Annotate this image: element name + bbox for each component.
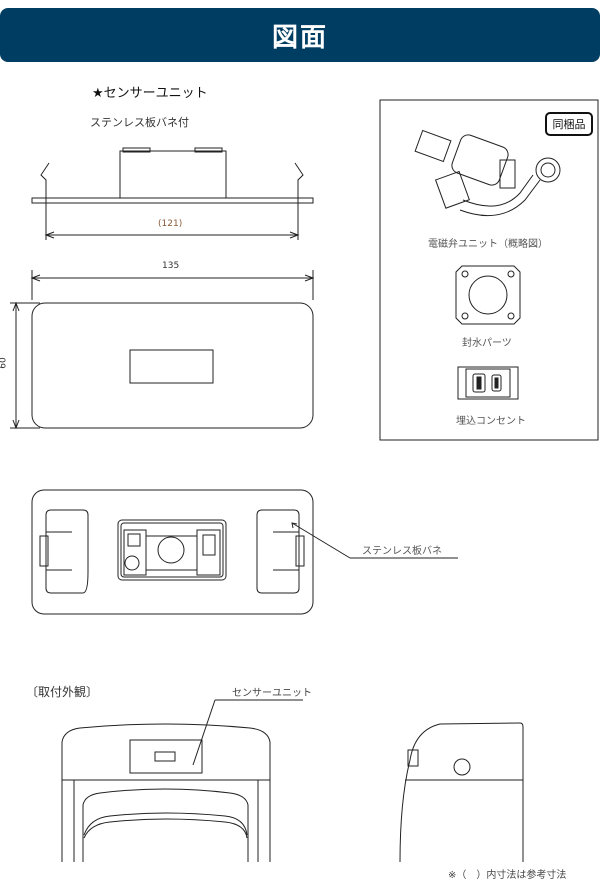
- sensor-top-view: [31, 147, 314, 240]
- outlet-illustration: [457, 366, 519, 400]
- part-label-solenoid: 電磁弁ユニット（概略図）: [428, 239, 548, 250]
- installed-front-view: [61, 699, 303, 862]
- dim-width: 135: [162, 261, 180, 271]
- part-label-seal: 封水パーツ: [462, 338, 512, 349]
- solenoid-valve-illustration: [414, 129, 561, 217]
- sensor-unit-title: ★センサーユニット: [92, 86, 208, 101]
- page-title: 図面: [271, 22, 328, 53]
- sensor-bottom-view: [31, 489, 314, 615]
- installation-title: 〔取付外観〕: [26, 685, 99, 699]
- included-parts-box: [379, 99, 599, 441]
- dim-height: 60: [0, 357, 9, 369]
- sensor-front-view: [10, 270, 315, 430]
- spring-leader-line: [291, 522, 458, 559]
- dim-width-ref: (121): [158, 219, 183, 229]
- installation-sensor-label: センサーユニット: [232, 688, 312, 699]
- sensor-unit-subtitle: ステンレス板バネ付: [90, 116, 189, 129]
- included-badge: 同梱品: [545, 112, 593, 136]
- footnote: ※（ ）内寸法は参考寸法: [448, 870, 567, 881]
- part-label-outlet: 埋込コンセント: [456, 416, 526, 427]
- installed-side-view: [399, 722, 524, 863]
- page-header: 図面: [0, 8, 600, 62]
- seal-parts-illustration: [455, 265, 521, 325]
- spring-label: ステンレス板バネ: [362, 546, 442, 557]
